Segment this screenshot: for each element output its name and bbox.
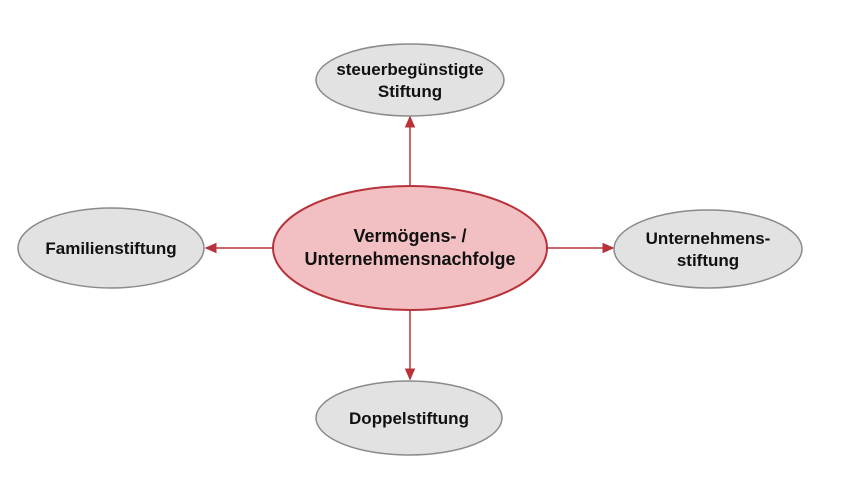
node-right: Unternehmens- stiftung <box>613 209 803 289</box>
node-bottom: Doppelstiftung <box>315 380 503 456</box>
node-bottom-label: Doppelstiftung <box>349 409 469 428</box>
node-right-line1: Unternehmens- <box>646 229 771 248</box>
node-center: Vermögens- / Unternehmensnachfolge <box>272 185 548 311</box>
node-top-line2: Stiftung <box>378 82 442 101</box>
node-left-label: Familienstiftung <box>45 239 176 258</box>
node-top-line1: steuerbegünstigte <box>336 60 483 79</box>
node-top: steuerbegünstigte Stiftung <box>315 43 505 117</box>
node-center-line2: Unternehmensnachfolge <box>304 249 515 269</box>
node-left: Familienstiftung <box>17 207 205 289</box>
node-right-line2: stiftung <box>677 251 739 270</box>
node-center-line1: Vermögens- / <box>353 226 466 246</box>
